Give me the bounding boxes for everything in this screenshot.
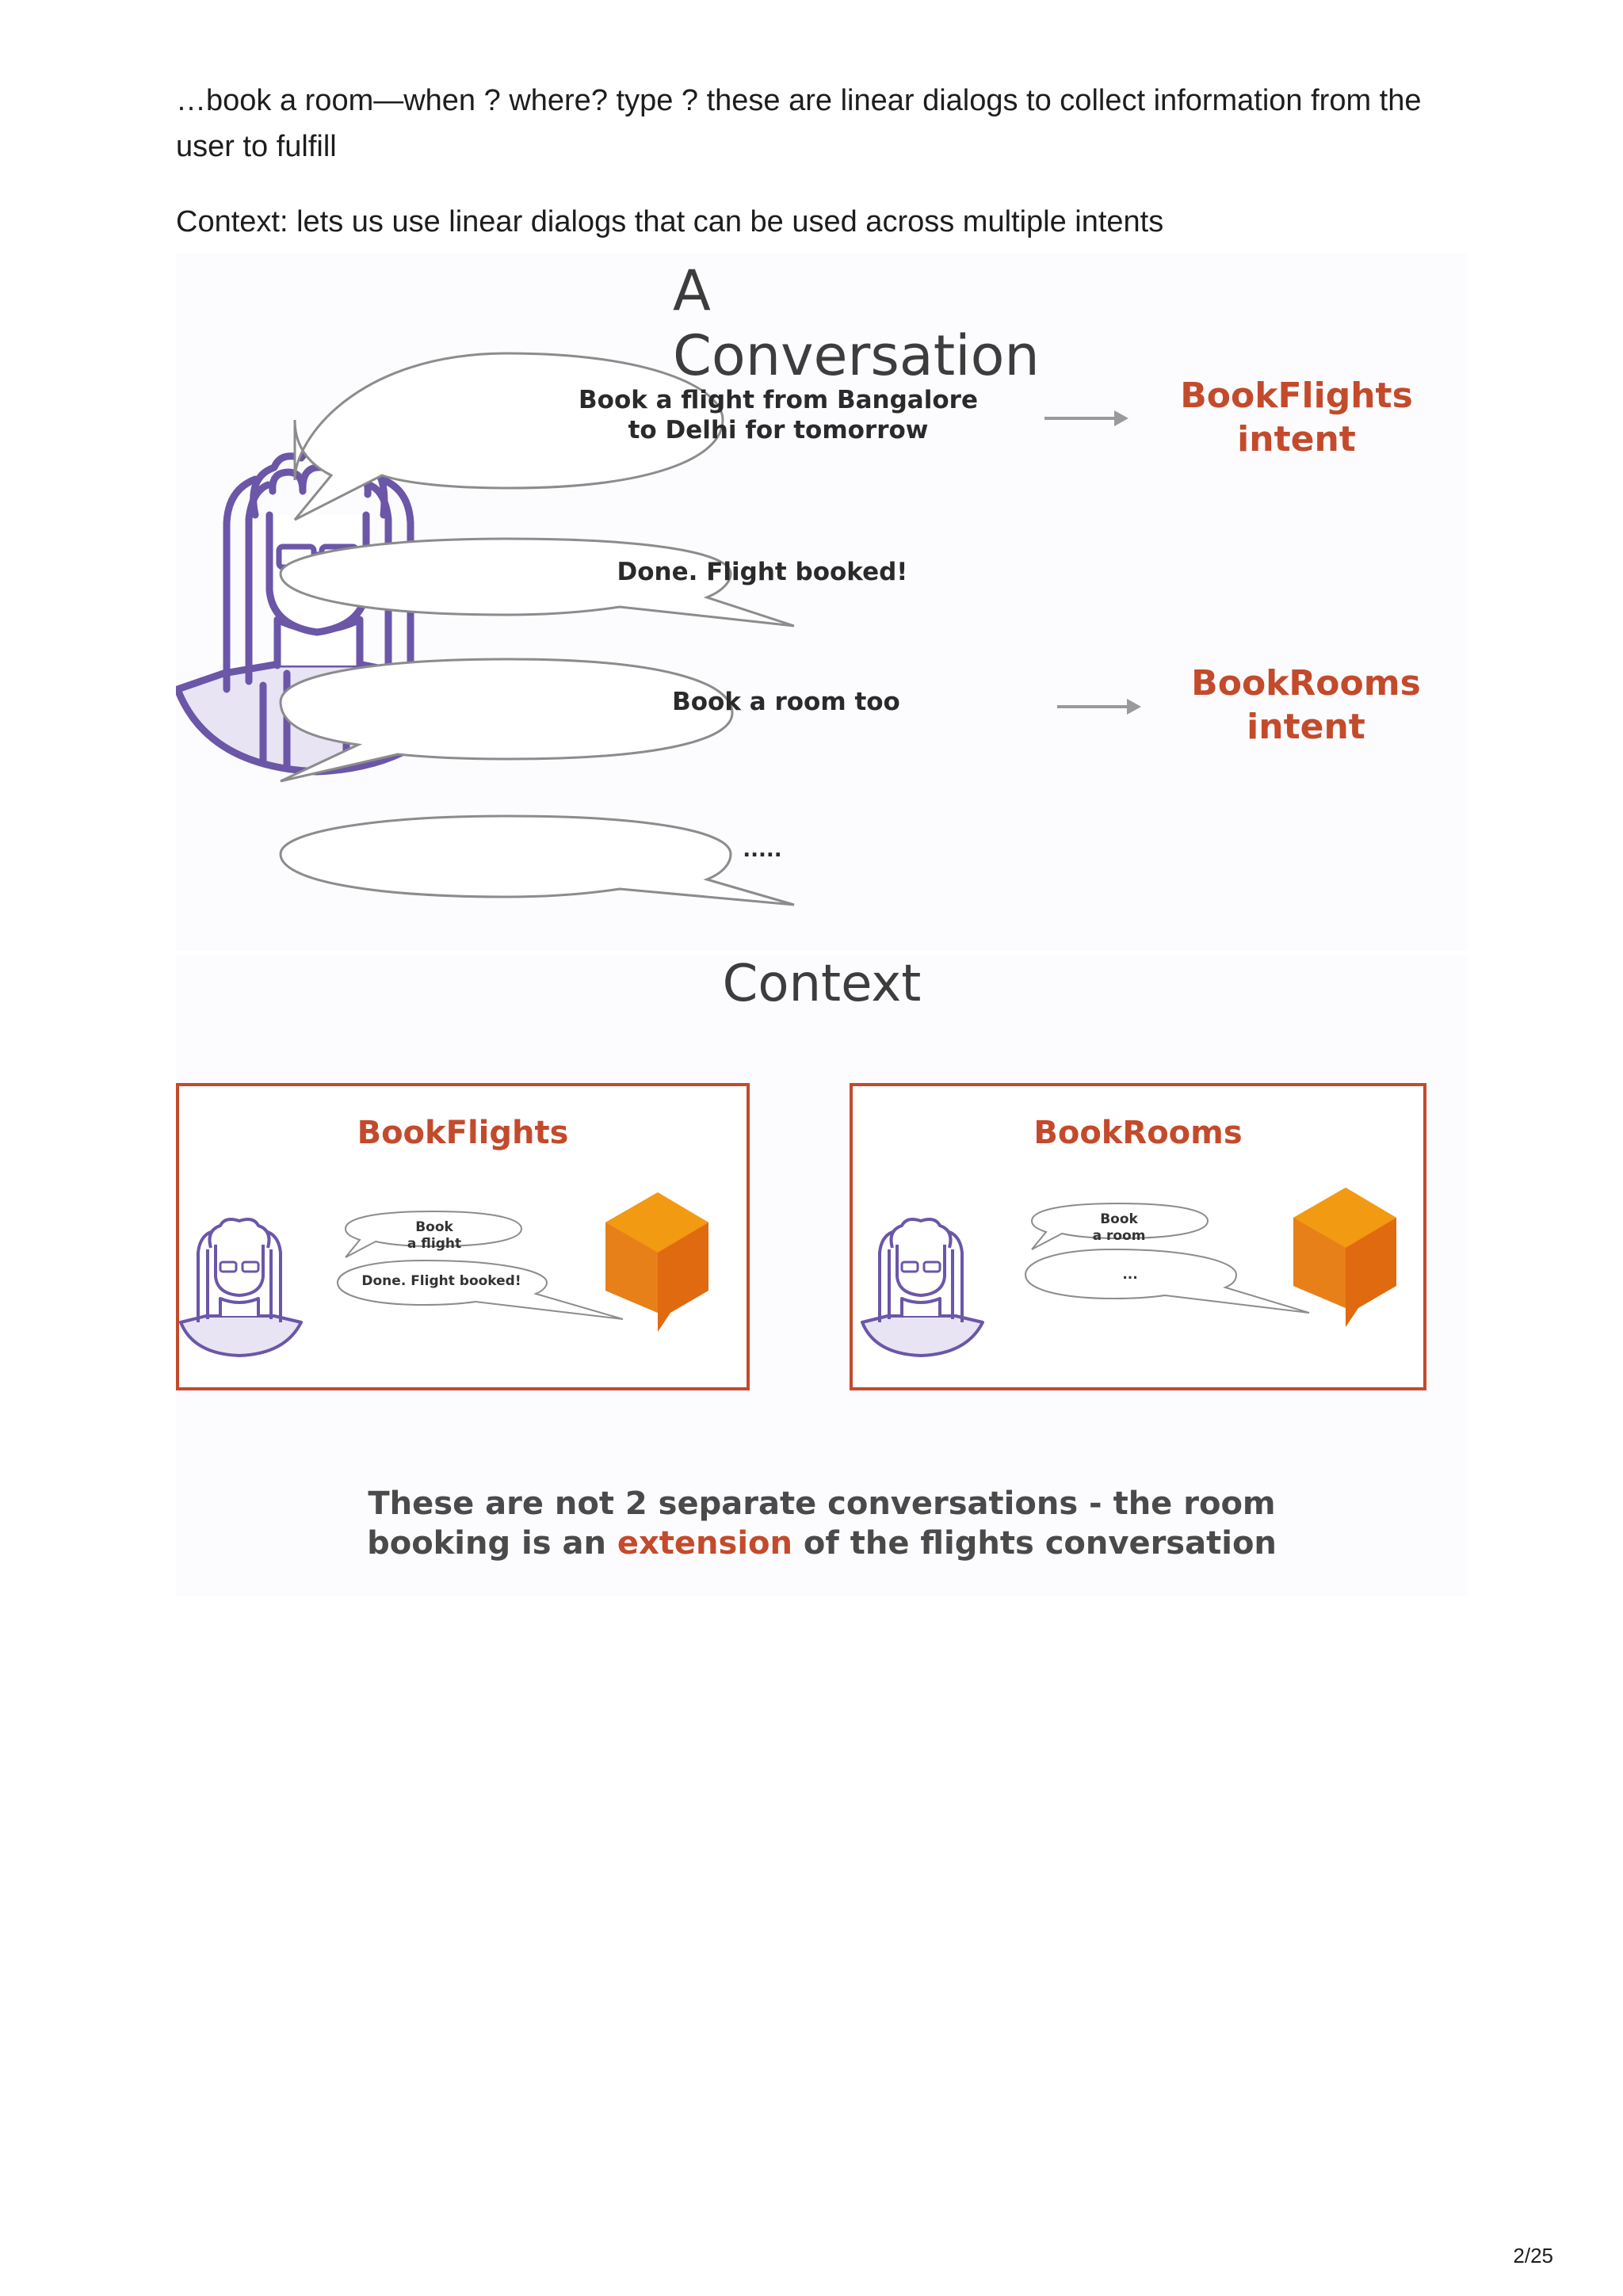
caption-line-2-post: of the flights conversation — [792, 1525, 1277, 1562]
context-panel-bookrooms: BookRooms Book a room ... — [850, 1083, 1426, 1390]
mini-bubble-1-line1: Book — [415, 1219, 453, 1235]
page-number: 2/25 — [1513, 2244, 1553, 2267]
arrow-icon — [1057, 699, 1141, 715]
intent-label-bookrooms: BookRooms intent — [1179, 662, 1433, 749]
panel-graphics — [861, 1188, 1396, 1357]
intent-name: BookRooms — [1191, 663, 1421, 704]
bubble-4-text: ..... — [743, 838, 782, 862]
context-panel-bookflights: BookFlights Book a flight Done. — [176, 1083, 750, 1390]
caption-line-1: These are not 2 separate conversations -… — [368, 1486, 1276, 1522]
bubble-2-shape — [279, 537, 795, 627]
caption-line-2: booking is an extension of the flights c… — [176, 1524, 1468, 1563]
bubble-2-text: Done. Flight booked! — [617, 558, 908, 586]
mini-bubble-1-shape — [1030, 1202, 1209, 1250]
intro-paragraph: …book a room—when ? where? type ? these … — [176, 84, 1422, 163]
dialogflow-logo-icon — [1293, 1188, 1396, 1327]
panel-graphics — [179, 1192, 708, 1357]
context-slide: Context BookFlights Book a fli — [176, 955, 1468, 1596]
bubble-3-shape — [279, 658, 734, 783]
conversation-slide-title: A Conversation — [673, 258, 1040, 388]
intent-suffix: intent — [1247, 707, 1365, 747]
intent-label-bookflights: BookFlights intent — [1170, 374, 1423, 461]
arrow-icon — [1044, 410, 1128, 426]
context-paragraph: Context: lets us use linear dialogs that… — [176, 205, 1164, 238]
panel-title: BookFlights — [357, 1115, 569, 1151]
bubble-3-text: Book a room too — [672, 688, 900, 716]
bubble-4-shape — [279, 814, 795, 906]
user-avatar-icon — [179, 1218, 303, 1357]
dialogflow-logo-icon — [605, 1192, 708, 1332]
intent-name: BookFlights — [1180, 376, 1413, 416]
caption-line-2-pre: booking is an — [367, 1525, 617, 1562]
caption-accent-word: extension — [617, 1525, 792, 1562]
mini-bubble-2-text: ... — [1122, 1267, 1138, 1283]
mini-bubble-1-line1: Book — [1100, 1211, 1138, 1227]
mini-bubble-1-line2: a room — [1092, 1228, 1146, 1244]
conversation-slide-graphics — [176, 352, 1141, 906]
bubble-1-text: Book a flight from Bangalore to Delhi fo… — [579, 386, 978, 444]
mini-bubble-1-line2: a flight — [407, 1236, 462, 1252]
panel-title: BookRooms — [1033, 1115, 1243, 1151]
mini-bubble-2-shape — [1024, 1248, 1310, 1314]
mini-bubble-1-text: Book a flight — [387, 1219, 482, 1253]
mini-bubble-1-shape — [344, 1210, 523, 1258]
intent-suffix: intent — [1237, 419, 1356, 460]
mini-bubble-1-text: Book a room — [1071, 1211, 1167, 1245]
context-caption: These are not 2 separate conversations -… — [176, 1484, 1468, 1563]
context-slide-title: Context — [722, 955, 922, 1013]
mini-bubble-2-shape — [336, 1259, 624, 1320]
user-avatar-icon — [861, 1218, 984, 1357]
bubble-1-shape — [293, 352, 724, 521]
conversation-slide: A Conversation Book a flight from Bangal… — [176, 254, 1468, 951]
mini-bubble-2-text: Done. Flight booked! — [361, 1273, 521, 1289]
